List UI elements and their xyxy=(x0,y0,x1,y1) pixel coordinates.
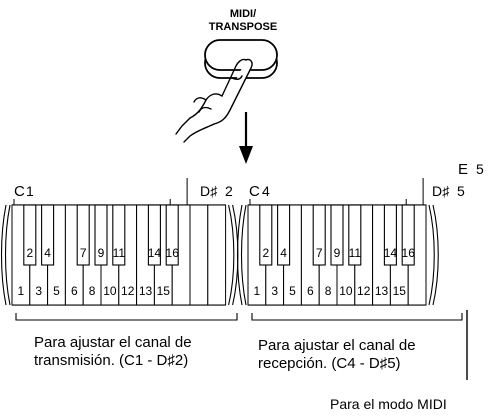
right-start-note: C xyxy=(249,183,260,200)
right-white-key-number: 8 xyxy=(325,284,332,298)
right-white-key-number: 1 xyxy=(254,284,261,298)
right-black-key[interactable] xyxy=(277,204,291,266)
left-black-key[interactable] xyxy=(76,204,90,266)
right-black-key-number: 14 xyxy=(384,246,398,260)
left-black-key[interactable] xyxy=(147,204,161,266)
left-bracket xyxy=(15,313,238,321)
left-start-octave: 1 xyxy=(26,183,34,199)
left-black-key[interactable] xyxy=(41,204,55,266)
right-black-key-number: 11 xyxy=(349,246,362,260)
right-black-key-number: 16 xyxy=(402,246,416,260)
left-black-key-number: 7 xyxy=(80,246,87,260)
left-start-note: C xyxy=(14,183,25,200)
left-white-key-number: 1 xyxy=(18,284,25,298)
right-black-key-number: 4 xyxy=(280,246,287,260)
right-range-labels: C 4 D♯ 5 E 5 xyxy=(249,161,484,200)
left-white-key-number: 8 xyxy=(89,284,96,298)
right-black-key-number: 9 xyxy=(334,246,341,260)
left-white-key-number: 10 xyxy=(103,284,117,298)
right-caption-line1: Para ajustar el canal de xyxy=(258,337,416,354)
right-start-octave: 4 xyxy=(262,183,270,199)
left-right-tear xyxy=(228,204,235,306)
right-white-key-number: 13 xyxy=(375,284,389,298)
left-range-labels: C 1 D♯ 2 xyxy=(14,183,233,200)
right-bracket xyxy=(251,313,463,321)
right-extra-note: E xyxy=(458,161,468,178)
right-black-key-number: 2 xyxy=(262,246,269,260)
right-white-key-number: 6 xyxy=(307,284,314,298)
left-black-key-number: 16 xyxy=(166,246,180,260)
left-white-key-number: 13 xyxy=(139,284,153,298)
left-end-octave: 2 xyxy=(225,183,233,199)
left-black-key[interactable] xyxy=(94,204,108,266)
right-white-key-number: 3 xyxy=(271,284,278,298)
right-black-key[interactable] xyxy=(259,204,273,266)
right-black-key[interactable] xyxy=(383,204,397,266)
right-right-tear-inner xyxy=(432,204,439,306)
right-left-tear-inner xyxy=(240,204,247,306)
left-white-key-number: 5 xyxy=(53,284,60,298)
left-white-key[interactable] xyxy=(207,204,227,306)
midi-transpose-button[interactable] xyxy=(204,39,278,79)
left-black-key-number: 2 xyxy=(26,246,33,260)
right-white-key-number: 10 xyxy=(339,284,353,298)
button-label-line2: TRANSPOSE xyxy=(209,21,277,33)
left-black-key-number: 14 xyxy=(148,246,162,260)
right-black-key[interactable] xyxy=(330,204,344,266)
left-white-key-number: 12 xyxy=(121,284,135,298)
right-black-key[interactable] xyxy=(312,204,326,266)
right-end-note: D♯ xyxy=(432,183,450,199)
right-black-key[interactable] xyxy=(401,204,415,266)
down-arrow-icon xyxy=(239,112,253,164)
midi-transpose-button-group: MIDI/ TRANSPOSE xyxy=(175,8,278,164)
left-white-key-number: 3 xyxy=(35,284,42,298)
right-end-octave: 5 xyxy=(457,183,465,199)
right-right-tear xyxy=(428,204,435,306)
right-black-key-number: 7 xyxy=(316,246,323,260)
left-black-key-number: 11 xyxy=(113,246,126,260)
button-label-line1: MIDI/ xyxy=(230,8,256,20)
left-left-tear xyxy=(0,204,7,306)
right-extra-octave: 5 xyxy=(476,161,484,177)
right-white-key-number: 15 xyxy=(393,284,407,298)
left-white-key-number: 6 xyxy=(71,284,78,298)
left-black-key-number: 9 xyxy=(98,246,105,260)
left-black-key[interactable] xyxy=(112,204,126,266)
left-caption-line1: Para ajustar el canal de xyxy=(34,334,192,351)
midi-mode-label: Para el modo MIDI xyxy=(330,396,447,412)
left-white-key[interactable] xyxy=(189,204,209,306)
hand-icon xyxy=(175,58,253,143)
left-black-key-number: 4 xyxy=(44,246,51,260)
right-black-key[interactable] xyxy=(348,204,362,266)
left-left-tear-inner xyxy=(4,204,11,306)
right-white-key-number: 5 xyxy=(289,284,296,298)
right-white-key-number: 12 xyxy=(357,284,371,298)
left-white-key-number: 15 xyxy=(157,284,171,298)
left-end-note: D♯ xyxy=(200,183,218,199)
right-left-tear xyxy=(236,204,243,306)
left-black-key[interactable] xyxy=(165,204,179,266)
left-black-key[interactable] xyxy=(23,204,37,266)
left-caption-line2: transmisión. (C1 - D♯2) xyxy=(34,352,188,369)
right-caption-line2: recepción. (C4 - D♯5) xyxy=(258,355,401,372)
